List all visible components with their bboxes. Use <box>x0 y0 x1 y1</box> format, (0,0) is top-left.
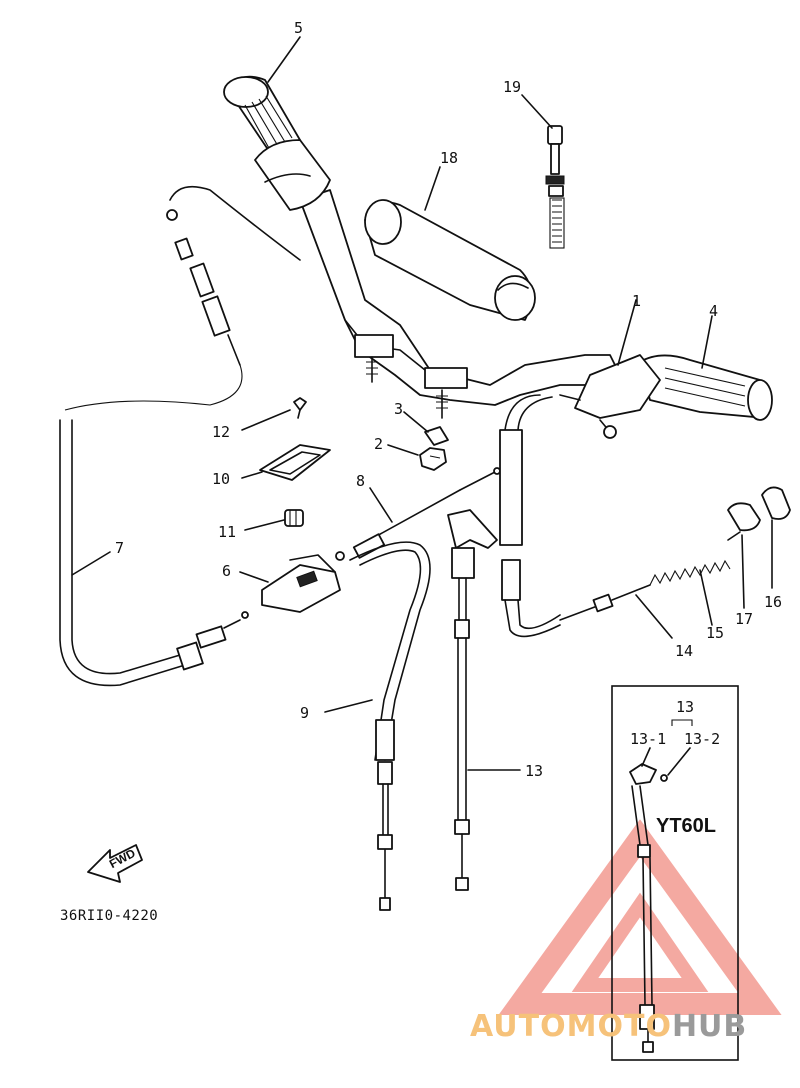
forward-arrow-icon: FWD <box>87 844 143 883</box>
nut-part <box>419 447 447 471</box>
callout-5: 5 <box>294 19 303 37</box>
cable-adjuster-upper <box>166 209 241 366</box>
callout-17: 17 <box>735 610 753 628</box>
callout-15: 15 <box>706 624 724 642</box>
diagram-code: 36RII0-4220 <box>60 908 158 924</box>
model-inset-box <box>611 685 739 1061</box>
callout-9: 9 <box>300 704 309 722</box>
washer-part <box>424 426 449 446</box>
inset-callout-13-1: 13-1 <box>630 730 666 748</box>
callout-3: 3 <box>394 400 403 418</box>
callout-7: 7 <box>115 539 124 557</box>
rear-brake-cable-part <box>499 394 741 638</box>
key-part <box>545 125 565 249</box>
inset-bracket <box>671 719 693 726</box>
brake-cable-part <box>447 509 498 891</box>
throttle-housing-part <box>241 554 341 619</box>
watermark-brand-part1: AUTOMOTO <box>470 1009 672 1044</box>
cable-dashed-route <box>64 364 243 411</box>
callout-19: 19 <box>503 78 521 96</box>
callout-1: 1 <box>632 292 641 310</box>
clutch-cable-upper <box>169 185 301 261</box>
callout-4: 4 <box>709 302 718 320</box>
watermark-text: AUTOMOTOHUB <box>470 1009 747 1044</box>
choke-cable-part <box>349 541 431 911</box>
cable-boot-part <box>761 486 791 520</box>
left-grip-part <box>223 75 331 211</box>
right-grip-part <box>559 354 773 439</box>
adjuster-nut-part <box>284 509 304 527</box>
throttle-cable-part <box>59 419 241 687</box>
callout-12: 12 <box>212 423 230 441</box>
callout-6: 6 <box>222 562 231 580</box>
callout-14: 14 <box>675 642 693 660</box>
screw-part <box>293 397 307 419</box>
housing-cover-part <box>259 444 331 481</box>
watermark <box>498 819 782 1015</box>
inset-model-label: YT60L <box>656 815 716 837</box>
callout-18: 18 <box>440 149 458 167</box>
handlebar-pad-part <box>364 199 536 321</box>
handlebar-part <box>299 189 621 419</box>
callout-11: 11 <box>218 523 236 541</box>
callout-16: 16 <box>764 593 782 611</box>
inset-callout-13: 13 <box>676 698 694 716</box>
inset-callout-13-2: 13-2 <box>684 730 720 748</box>
callout-8: 8 <box>356 472 365 490</box>
callout-2: 2 <box>374 435 383 453</box>
leader-lines <box>71 36 773 776</box>
watermark-brand-part2: HUB <box>672 1009 747 1044</box>
watermark-triangle-icon <box>498 819 782 1015</box>
throttle-cable-2-part <box>335 467 501 561</box>
callout-10: 10 <box>212 470 230 488</box>
callout-labels: 5 19 18 1 4 3 2 12 10 8 11 7 6 9 13 14 1… <box>115 19 782 780</box>
watermark-brand: AUTOMOTOHUB <box>470 1009 747 1044</box>
callout-13: 13 <box>525 762 543 780</box>
watermark-inner-triangle-icon <box>571 892 709 992</box>
cable-cap-part <box>727 502 761 532</box>
inset-cable-part <box>629 763 668 1053</box>
